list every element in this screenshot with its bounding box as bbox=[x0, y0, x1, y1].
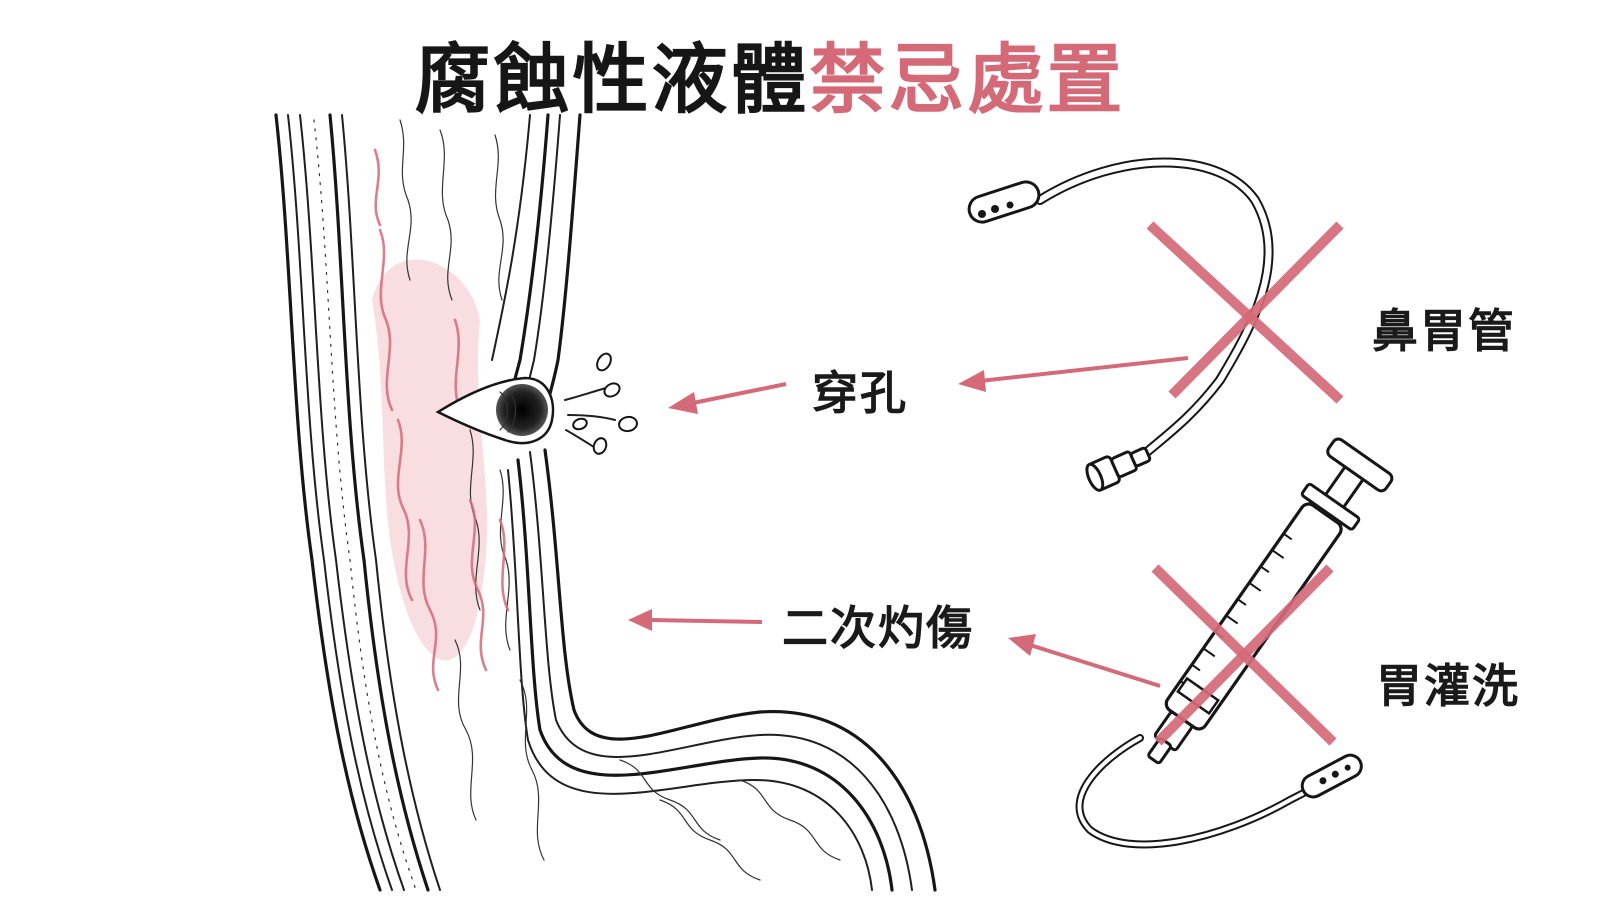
label-ng-tube: 鼻胃管 bbox=[1372, 304, 1516, 358]
label-perforation: 穿孔 bbox=[812, 366, 908, 420]
leak-droplets bbox=[564, 352, 638, 455]
label-gastric-lavage: 胃灌洗 bbox=[1376, 659, 1520, 713]
arrow-icon-perforation-left bbox=[668, 382, 787, 414]
arrow-icon-lavage-to-burn bbox=[1008, 634, 1161, 688]
syringe-icon bbox=[1075, 437, 1394, 849]
title-main: 腐蝕性液體 bbox=[414, 35, 810, 124]
prohibited-cross-icon-lavage bbox=[1151, 564, 1337, 746]
esophagus bbox=[274, 113, 937, 892]
page-title: 腐蝕性液體禁忌處置 bbox=[0, 18, 1540, 128]
perforation-hole bbox=[435, 352, 638, 455]
prohibited-cross-icon-ng-tube bbox=[1146, 221, 1344, 404]
arrow-icon-burn-left bbox=[628, 609, 763, 631]
title-warning: 禁忌處置 bbox=[809, 35, 1126, 124]
arrow-icon-ng-to-perforation bbox=[958, 356, 1189, 392]
label-secondary-burn: 二次灼傷 bbox=[782, 601, 974, 655]
nasogastric-tube-icon bbox=[967, 157, 1274, 492]
inflamed-mucosa bbox=[372, 259, 488, 661]
